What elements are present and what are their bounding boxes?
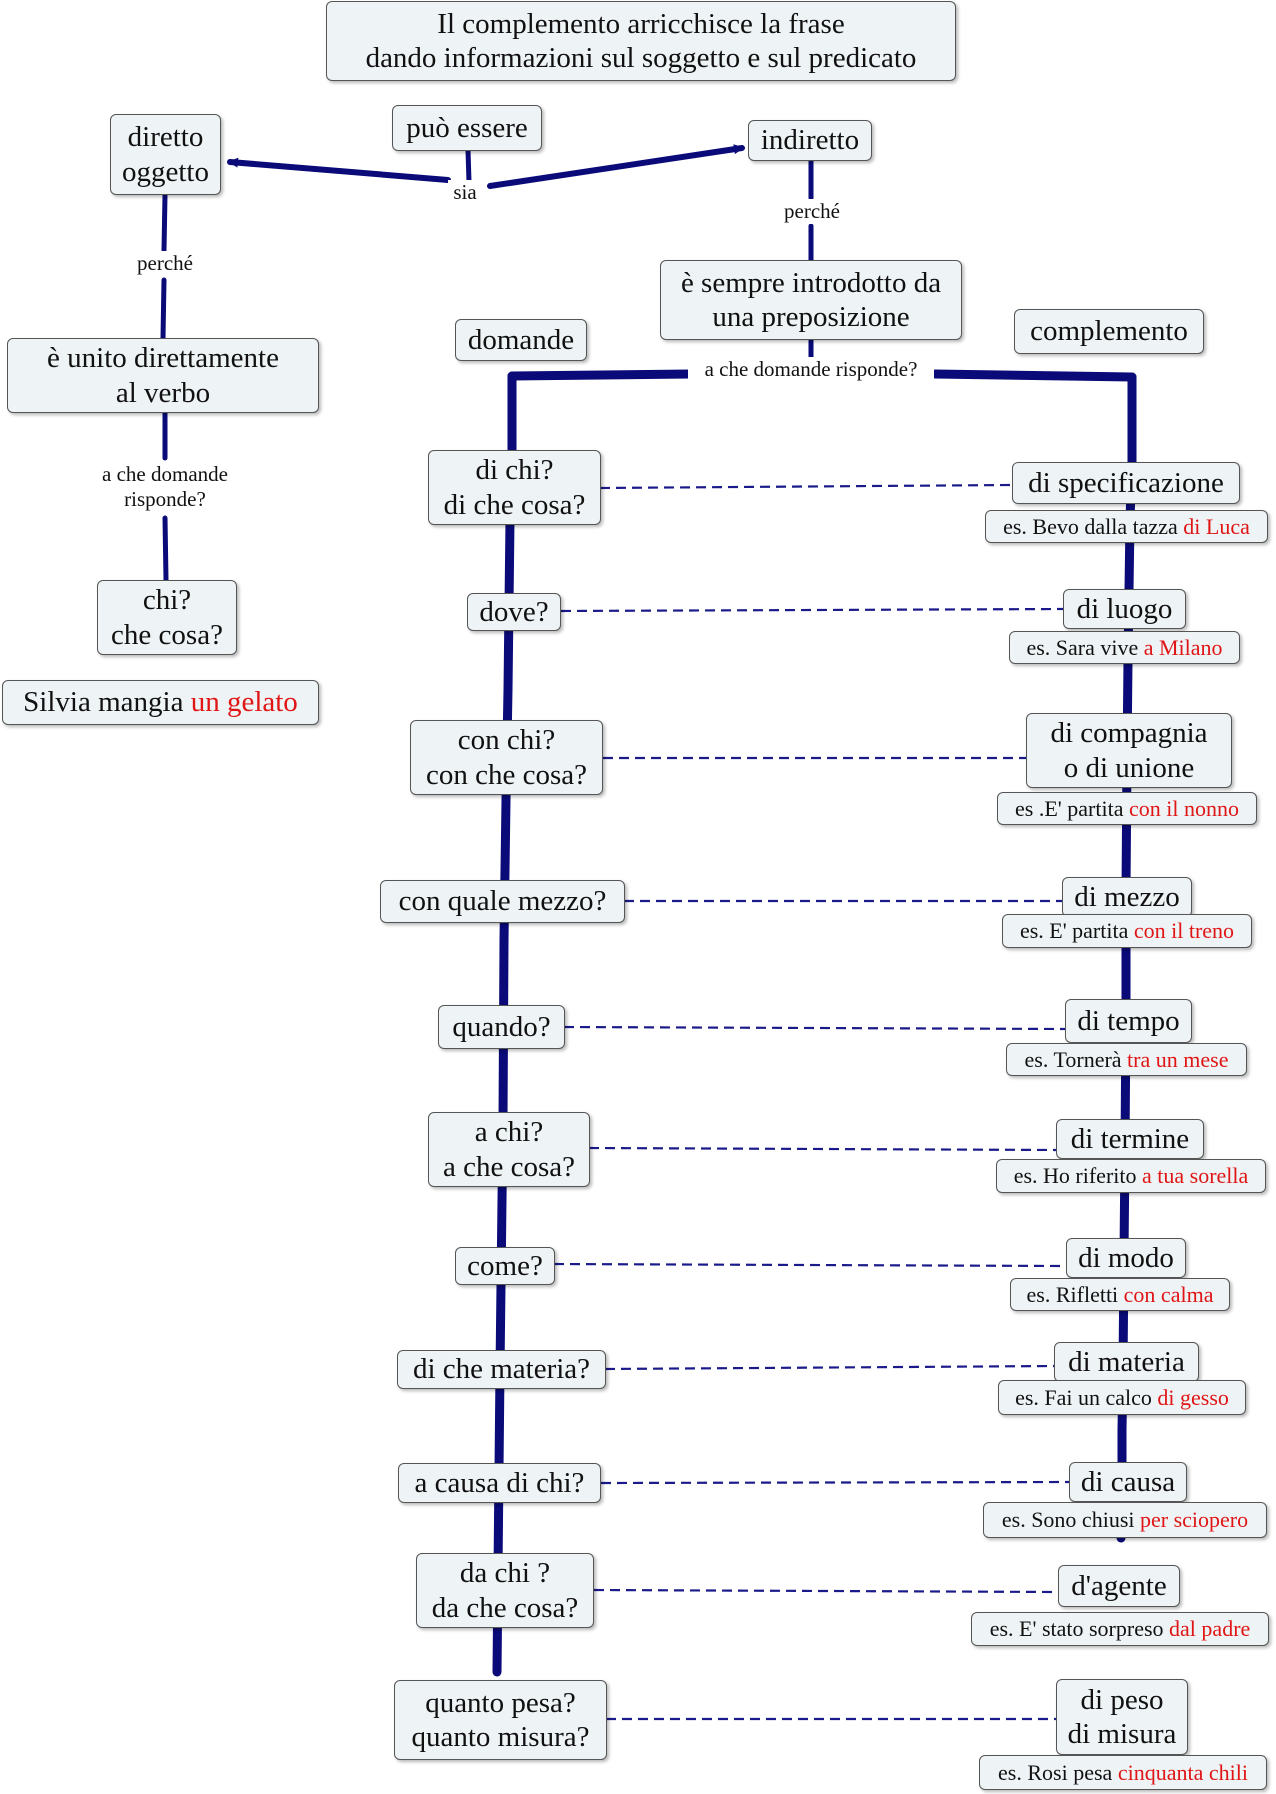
complement-node: di luogo	[1063, 589, 1186, 629]
link-row-10	[593, 1588, 1059, 1594]
direct-example-highlight: un gelato	[190, 686, 298, 719]
example-highlight: per sciopero	[1140, 1507, 1249, 1533]
question-node: a causa di chi?	[398, 1463, 601, 1503]
example-text: es .E' partita	[1015, 795, 1129, 821]
edge-puo-sia	[465, 147, 472, 185]
label-sia: sia	[448, 180, 482, 206]
example-text: es. Ho riferito	[1013, 1163, 1142, 1189]
question-node: quando?	[438, 1005, 565, 1049]
example-highlight: a Milano	[1143, 634, 1223, 660]
example-text: es. Sono chiusi	[1001, 1507, 1140, 1533]
example-text: es. Bevo dalla tazza	[1003, 513, 1184, 539]
question-node: dove?	[467, 593, 561, 631]
link-row-5	[563, 1025, 1066, 1031]
example-node: es. Fai un calco di gesso	[998, 1380, 1246, 1415]
example-text: es. Rifletti	[1026, 1281, 1124, 1307]
link-row-2	[560, 607, 1064, 613]
complement-node: di tempo	[1065, 999, 1192, 1043]
example-node: es. Ho riferito a tua sorella	[996, 1159, 1266, 1193]
complement-node: d'agente	[1058, 1565, 1180, 1607]
question-node: quanto pesa? quanto misura?	[394, 1680, 607, 1760]
label-domande-left: a che domande risponde?	[84, 462, 246, 513]
question-node: con quale mezzo?	[380, 880, 625, 923]
example-highlight: di Luca	[1183, 513, 1250, 539]
complement-node: di modo	[1066, 1238, 1186, 1278]
example-node: es. Sono chiusi per sciopero	[983, 1502, 1267, 1538]
example-node: es .E' partita con il nonno	[997, 792, 1257, 825]
example-node: es. Rifletti con calma	[1010, 1278, 1230, 1311]
main-concept: Il complemento arricchisce la frase dand…	[326, 1, 956, 81]
question-node: di che materia?	[397, 1350, 606, 1389]
edge-branch-left	[507, 369, 695, 381]
example-node: es. Tornerà tra un mese	[1006, 1043, 1247, 1076]
example-text: es. E' partita	[1019, 918, 1134, 944]
question-node: con chi? con che cosa?	[410, 720, 603, 795]
example-highlight: con calma	[1123, 1281, 1214, 1307]
example-node: es. Sara vive a Milano	[1009, 631, 1240, 664]
header-complemento: complemento	[1014, 309, 1204, 354]
node-diretto: diretto oggetto	[110, 114, 221, 195]
link-row-8	[604, 1364, 1055, 1371]
example-text: es. Rosi pesa	[998, 1759, 1118, 1785]
example-node: es. E' partita con il treno	[1002, 914, 1252, 948]
link-row-9	[600, 1480, 1070, 1485]
edge-branch-right	[930, 369, 1137, 382]
link-row-7	[553, 1262, 1067, 1268]
example-highlight: dal padre	[1169, 1616, 1251, 1642]
node-preposizione: è sempre introdotto da una preposizione	[660, 260, 962, 340]
example-node: es. Rosi pesa cinquanta chili	[979, 1755, 1267, 1790]
edge-domande-chi	[162, 515, 169, 583]
node-direct-example: Silvia mangia un gelato	[2, 680, 319, 725]
header-domande: domande	[455, 319, 587, 361]
example-highlight: cinquanta chili	[1117, 1759, 1248, 1785]
edge-perche-unito	[160, 277, 167, 341]
question-node: a chi? a che cosa?	[428, 1112, 590, 1187]
edge-sia-indiretto	[487, 144, 745, 189]
node-indiretto: indiretto	[748, 120, 872, 161]
question-node: da chi ? da che cosa?	[416, 1553, 594, 1628]
question-node: di chi? di che cosa?	[428, 450, 601, 525]
example-highlight: tra un mese	[1127, 1046, 1229, 1072]
direct-example-text: Silvia mangia	[23, 686, 191, 719]
example-node: es. E' stato sorpreso dal padre	[971, 1612, 1269, 1646]
complement-node: di materia	[1054, 1342, 1199, 1382]
complement-node: di compagnia o di unione	[1026, 713, 1232, 788]
complement-node: di mezzo	[1062, 877, 1192, 917]
label-perche-right: perché	[772, 199, 852, 225]
question-node: come?	[455, 1247, 555, 1285]
complement-node: di termine	[1056, 1119, 1204, 1159]
node-chi-che-cosa: chi? che cosa?	[97, 580, 237, 655]
example-text: es. Sara vive	[1026, 634, 1144, 660]
label-domande-right: a che domande risponde?	[688, 357, 934, 383]
link-row-1	[599, 483, 1013, 490]
label-perche-left: perché	[126, 251, 204, 277]
example-text: es. Tornerà	[1024, 1046, 1128, 1072]
example-text: es. Fai un calco	[1015, 1384, 1158, 1410]
complement-node: di peso di misura	[1056, 1679, 1188, 1755]
edge-diretto-perche	[161, 192, 168, 253]
complement-node: di causa	[1069, 1462, 1187, 1502]
node-puo-essere: può essere	[392, 105, 542, 151]
example-highlight: di gesso	[1157, 1384, 1229, 1410]
link-row-6	[588, 1146, 1057, 1152]
example-highlight: con il treno	[1133, 918, 1235, 944]
example-node: es. Bevo dalla tazza di Luca	[985, 510, 1268, 543]
example-text: es. E' stato sorpreso	[989, 1616, 1170, 1642]
edge-sia-diretto	[227, 157, 451, 183]
complement-node: di specificazione	[1012, 462, 1240, 504]
node-unito-direttamente: è unito direttamente al verbo	[7, 338, 319, 413]
example-highlight: con il nonno	[1128, 795, 1239, 821]
example-highlight: a tua sorella	[1142, 1163, 1249, 1189]
